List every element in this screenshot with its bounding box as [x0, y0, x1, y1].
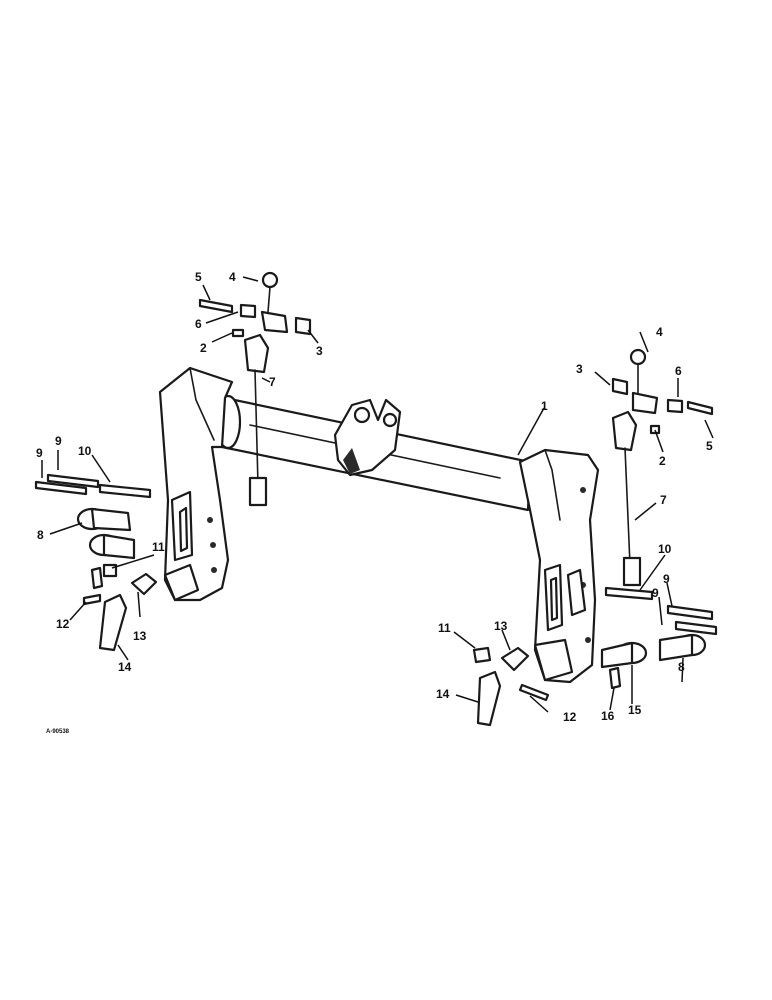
callout-c5l: 5 — [195, 270, 202, 284]
callout-c12r: 12 — [563, 710, 577, 724]
figure-reference-code: A-90538 — [46, 729, 70, 735]
callout-c7l: 7 — [269, 375, 276, 389]
callout-c9lb: 9 — [55, 434, 62, 448]
callout-c9ra: 9 — [663, 572, 670, 586]
callout-c10r: 10 — [658, 542, 672, 556]
callout-c13r: 13 — [494, 619, 508, 633]
right-latch-assembly — [611, 348, 714, 587]
callout-c8l: 8 — [37, 528, 44, 542]
callout-c16: 16 — [601, 709, 615, 723]
left-latch-assembly — [198, 271, 312, 507]
callout-c9rb: 9 — [652, 586, 659, 600]
right-loose-parts — [472, 586, 718, 727]
callout-c4l: 4 — [229, 270, 236, 284]
quick-coupler-frame — [158, 366, 600, 684]
callout-c11r: 11 — [438, 621, 451, 635]
leader-lines — [41, 276, 714, 713]
callout-c15: 15 — [628, 703, 642, 717]
callout-c14l: 14 — [118, 660, 132, 674]
callout-c7r: 7 — [660, 493, 667, 507]
callout-c14r: 14 — [436, 687, 450, 701]
callout-c2r: 2 — [659, 454, 666, 468]
callout-c2l: 2 — [200, 341, 207, 355]
callout-c10l: 10 — [78, 444, 92, 458]
callout-c6l: 6 — [195, 317, 202, 331]
callout-c3r: 3 — [576, 362, 583, 376]
left-loose-parts — [34, 473, 158, 652]
callout-c4r: 4 — [656, 325, 663, 339]
callout-c1: 1 — [541, 399, 548, 413]
callout-c6r: 6 — [675, 364, 682, 378]
callout-c8r: 8 — [678, 660, 685, 674]
callout-c9la: 9 — [36, 446, 43, 460]
callout-c3l: 3 — [316, 344, 323, 358]
callout-c12l: 12 — [56, 617, 70, 631]
callout-c5r: 5 — [706, 439, 713, 453]
callout-c13l: 13 — [133, 629, 147, 643]
callout-labels: 1 2 3 4 5 6 7 8 9 9 10 11 12 13 14 2 3 4… — [36, 270, 713, 724]
callout-c11l: 11 — [152, 540, 165, 554]
